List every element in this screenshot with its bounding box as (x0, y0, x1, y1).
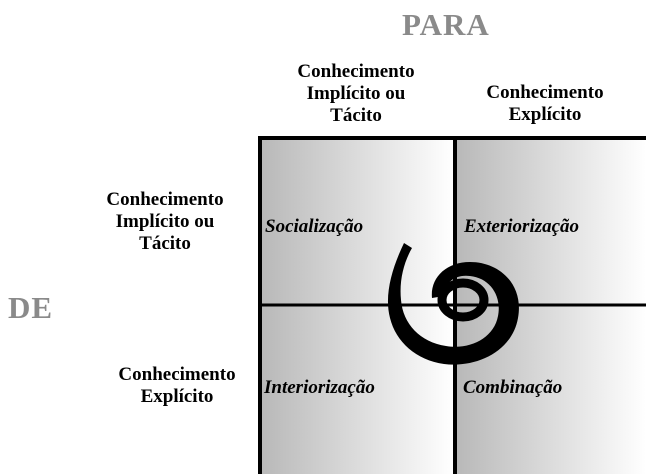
quadrant-top-left-fill (260, 138, 454, 305)
row-header-tacit-line-1: Conhecimento (106, 189, 224, 210)
column-header-tacit-line-2: Implícito ou (306, 83, 406, 104)
column-header-tacit-line-1: Conhecimento (297, 61, 415, 82)
matrix-grid (258, 136, 646, 474)
knowledge-spiral-icon (387, 243, 519, 365)
spiral-outer-arm (387, 243, 519, 365)
column-header-explicit-line-2: Explícito (508, 104, 582, 125)
quadrant-top-right-label: Exteriorização (464, 216, 580, 237)
column-header-explicit: Conhecimento Explícito (455, 82, 635, 126)
column-header-tacit: Conhecimento Implícito ou Tácito (262, 61, 450, 127)
spiral-inner-ring (437, 278, 489, 322)
row-header-tacit: Conhecimento Implícito ou Tácito (80, 189, 250, 255)
row-header-explicit: Conhecimento Explícito (92, 364, 262, 408)
quadrant-bottom-left-fill (260, 306, 454, 474)
row-header-explicit-line-2: Explícito (140, 386, 214, 407)
quadrant-bottom-right-fill (455, 306, 646, 474)
column-header-tacit-line-3: Tácito (330, 105, 382, 126)
from-axis-title: DE (8, 290, 54, 325)
column-header-explicit-line-1: Conhecimento (486, 82, 604, 103)
row-header-explicit-line-1: Conhecimento (118, 364, 236, 385)
quadrant-bottom-right-label: Combinação (463, 377, 563, 398)
row-header-tacit-line-3: Tácito (139, 233, 191, 254)
quadrant-top-left-label: Socialização (265, 216, 364, 237)
row-header-tacit-line-2: Implícito ou (115, 211, 215, 232)
to-axis-title: PARA (402, 7, 490, 42)
quadrant-bottom-left-label: Interiorização (264, 377, 375, 398)
